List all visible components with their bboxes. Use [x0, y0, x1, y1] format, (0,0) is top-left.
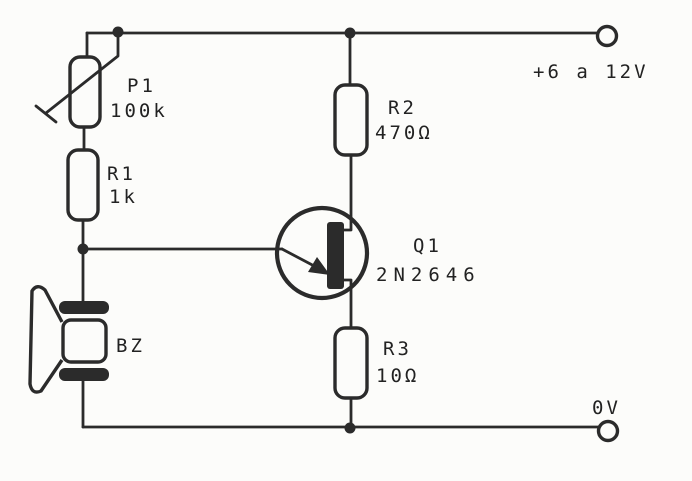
p1-potentiometer-symbol: [34, 32, 120, 129]
r2-resistor-body: [333, 83, 369, 157]
b1-r3-wire: [341, 278, 353, 330]
r3-ref-label: R3: [383, 338, 412, 360]
q1-emitter-lead: [280, 247, 320, 270]
r3-resistor-body: [333, 326, 369, 400]
junction-dot-r2-top: [344, 27, 356, 39]
p1-wiper-arm: [44, 32, 120, 115]
junction-dots: [77, 26, 356, 434]
ground-terminal-circle: [596, 419, 620, 443]
junction-dot-ground: [344, 422, 356, 434]
r1-ref-label: R1: [107, 163, 136, 185]
supply-terminal-circle: [595, 24, 619, 48]
r2-resistor-symbol: [333, 83, 369, 157]
r1-resistor-symbol: [66, 148, 100, 222]
p1-value-label: 100k: [110, 100, 168, 122]
q1-transistor-symbol: [274, 205, 370, 301]
terminals: [595, 24, 620, 443]
p1-resistor-body: [68, 55, 102, 129]
r1-resistor-body: [66, 148, 100, 222]
q1-value-label: 2N2646: [376, 264, 481, 286]
r2-b2-wire: [341, 153, 353, 232]
ground-terminal-label: 0V: [592, 397, 621, 419]
q1-emitter-arrowhead: [308, 257, 330, 275]
q1-transistor-circle: [274, 205, 370, 301]
q1-base-bar: [327, 222, 344, 289]
r3-value-label: 10Ω: [376, 365, 419, 387]
bz-speaker-symbol: [28, 285, 109, 394]
r2-ref-label: R2: [388, 97, 417, 119]
bz-top-plate: [59, 301, 109, 314]
bz-ref-label: BZ: [116, 335, 145, 357]
r1-value-label: 1k: [109, 186, 138, 208]
labels: P1 100k R1 1k R2 470Ω Q1 2N2646 R3 10Ω B…: [107, 61, 649, 419]
p1-wiper-end-bar: [34, 104, 58, 124]
junction-dot-p1-top: [112, 26, 124, 38]
bz-body: [61, 318, 108, 364]
p1-ref-label: P1: [127, 75, 156, 97]
bz-speaker-cone: [28, 285, 64, 394]
supply-terminal-label: +6 a 12V: [533, 61, 649, 83]
bz-bottom-plate: [59, 368, 109, 381]
r3-resistor-symbol: [333, 326, 369, 400]
q1-ref-label: Q1: [413, 235, 442, 257]
wires: [81, 31, 600, 430]
r2-value-label: 470Ω: [375, 122, 433, 144]
junction-dot-emitter: [77, 243, 89, 255]
